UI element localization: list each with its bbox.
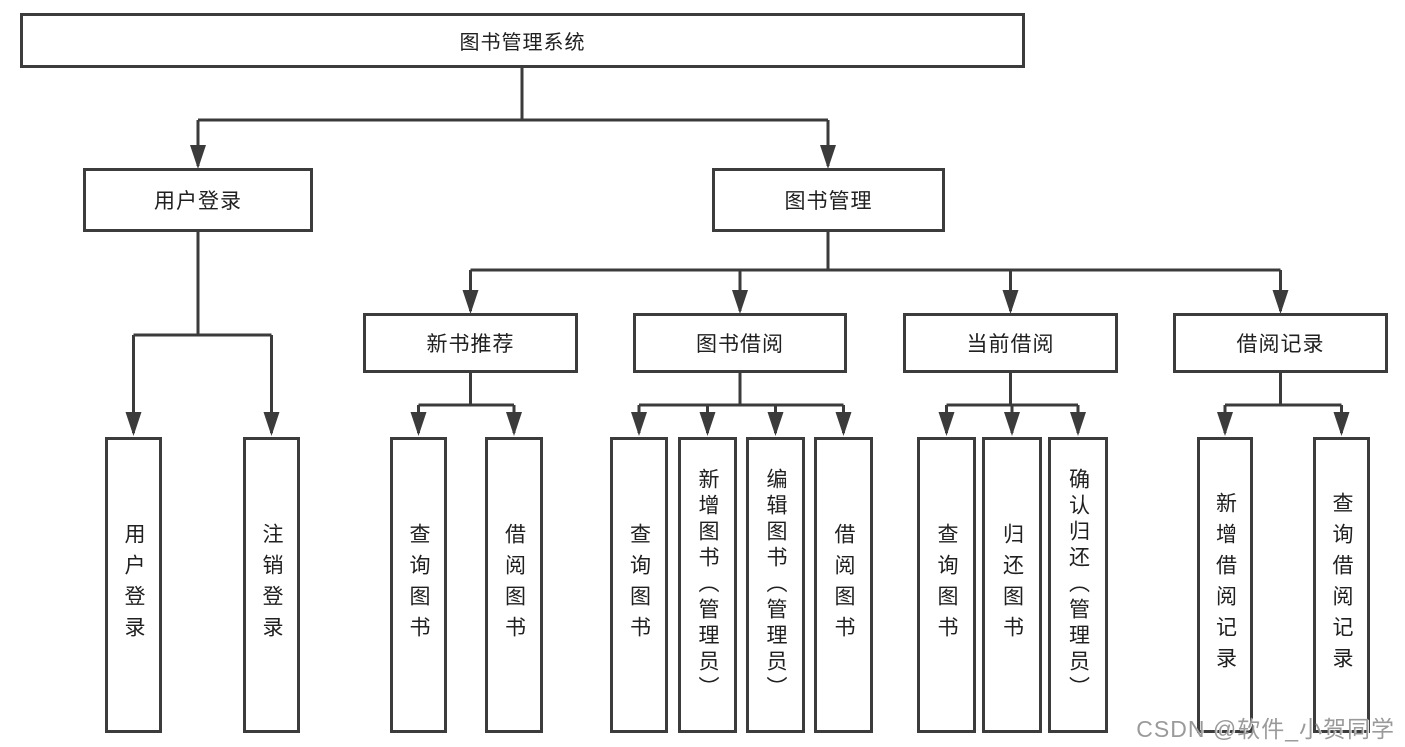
leaf-logout: 注销登录 [243,437,300,733]
leaf-add-books-admin-label: 新增图书（管理员） [696,468,719,702]
leaf-confirm-return-admin-label: 确认归还（管理员） [1066,468,1090,702]
node-library-management-system-label: 图书管理系统 [459,32,586,54]
leaf-query-borrow-record-label: 查询借阅记录 [1330,492,1353,678]
leaf-query-books-2: 查询图书 [610,437,668,733]
node-book-management-branch-label: 图书管理 [784,190,873,213]
leaf-logout-label: 注销登录 [260,523,283,647]
csdn-watermark: CSDN @软件_小贺同学 [1136,716,1395,742]
leaf-add-borrow-record: 新增借阅记录 [1197,437,1253,733]
leaf-borrow-books-2-label: 借阅图书 [832,523,855,647]
leaf-query-books-1-label: 查询图书 [407,523,430,647]
leaf-borrow-books-1-label: 借阅图书 [502,523,526,647]
leaf-borrow-books-1: 借阅图书 [485,437,543,733]
node-new-book-recommendation-label: 新书推荐 [426,333,515,356]
node-borrowing-records: 借阅记录 [1173,313,1388,373]
leaf-user-login-label: 用户登录 [122,523,145,647]
leaf-query-books-2-label: 查询图书 [627,523,651,647]
leaf-query-books-1: 查询图书 [390,437,447,733]
node-book-borrowing-label: 图书借阅 [696,333,784,356]
leaf-return-books: 归还图书 [982,437,1042,733]
node-user-login-branch: 用户登录 [83,168,313,232]
leaf-add-books-admin: 新增图书（管理员） [678,437,737,733]
leaf-add-borrow-record-label: 新增借阅记录 [1213,492,1237,678]
node-book-borrowing: 图书借阅 [633,313,847,373]
leaf-query-books-3: 查询图书 [917,437,976,733]
leaf-user-login: 用户登录 [105,437,162,733]
node-library-management-system: 图书管理系统 [20,13,1025,68]
leaf-borrow-books-2: 借阅图书 [814,437,873,733]
node-book-management-branch: 图书管理 [712,168,945,232]
node-borrowing-records-label: 借阅记录 [1236,333,1325,356]
leaf-edit-books-admin-label: 编辑图书（管理员） [764,468,787,702]
leaf-return-books-label: 归还图书 [1000,523,1024,647]
node-user-login-branch-label: 用户登录 [154,190,242,213]
node-current-borrowing-label: 当前借阅 [966,333,1055,356]
node-new-book-recommendation: 新书推荐 [363,313,578,373]
leaf-query-borrow-record: 查询借阅记录 [1313,437,1370,733]
connector-trunks [133,68,1342,407]
leaf-confirm-return-admin: 确认归还（管理员） [1048,437,1108,733]
leaf-edit-books-admin: 编辑图书（管理员） [746,437,805,733]
leaf-query-books-3-label: 查询图书 [935,523,958,647]
node-current-borrowing: 当前借阅 [903,313,1118,373]
